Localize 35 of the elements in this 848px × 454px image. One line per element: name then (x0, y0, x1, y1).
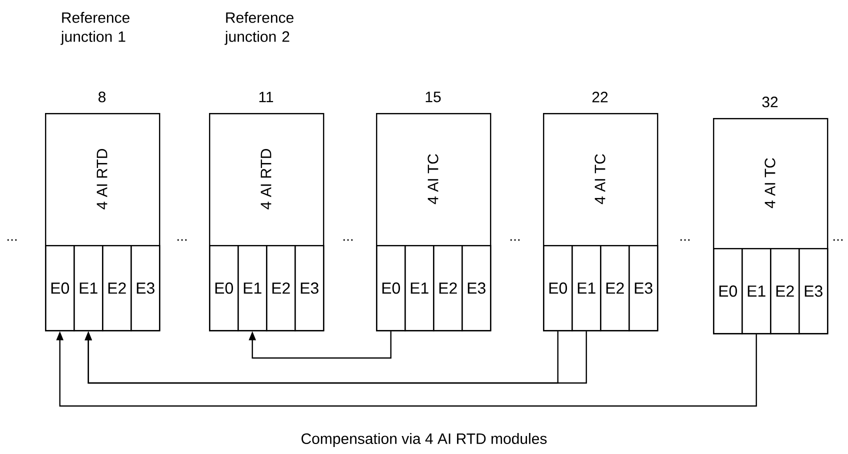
channel-cell: E0 (713, 248, 743, 334)
ellipsis: ... (680, 239, 690, 241)
slot-number: 15 (426, 92, 441, 102)
arrow (248, 331, 392, 359)
channel-cell: E1 (572, 245, 602, 332)
caption: Compensation via 4 AI RTD modules (302, 433, 547, 447)
channel-cell: E2 (102, 245, 132, 332)
slot-number: 32 (762, 96, 778, 108)
ellipsis: ... (177, 239, 187, 241)
slot-number: 22 (592, 92, 608, 102)
channel-cell: E0 (376, 245, 406, 332)
channel-cell: E1 (238, 245, 268, 332)
channel-cell: E2 (433, 245, 463, 332)
channel-cell: E2 (770, 248, 800, 334)
ellipsis: ... (343, 239, 353, 241)
channel-cell: E0 (45, 245, 75, 332)
channel-cell: E2 (266, 245, 296, 332)
channel-cell: E1 (404, 245, 434, 332)
channel-cell: E3 (294, 245, 324, 332)
channel-cell: E3 (462, 245, 492, 332)
channel-cell: E3 (798, 248, 828, 334)
junction-label: Reference junction 2 (224, 12, 294, 45)
channel-cell: E0 (209, 245, 239, 332)
channel-cell: E1 (74, 245, 104, 332)
slot-number: 11 (259, 92, 274, 102)
slot-number: 8 (98, 92, 106, 102)
ellipsis: ... (7, 239, 17, 241)
channel-cell: E2 (600, 245, 630, 332)
channel-cell: E1 (742, 248, 772, 334)
ellipsis: ... (833, 239, 843, 241)
channel-cell: E0 (543, 245, 573, 332)
channel-cell: E3 (130, 245, 160, 332)
ellipsis: ... (510, 239, 520, 241)
channel-cell: E3 (628, 245, 658, 332)
junction-label: Reference junction 1 (60, 12, 130, 45)
